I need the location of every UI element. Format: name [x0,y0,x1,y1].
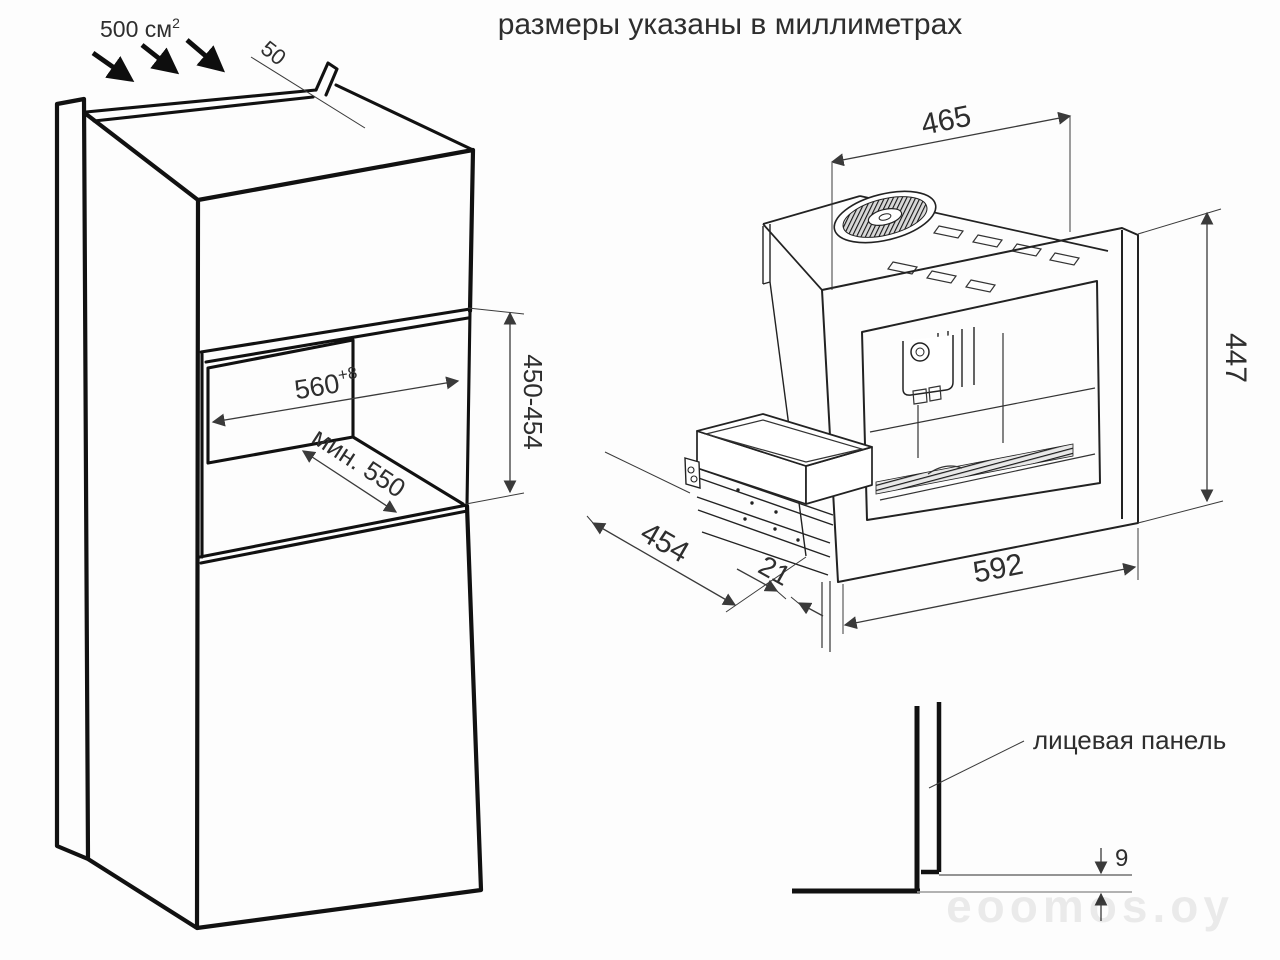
vent-slat [925,270,958,284]
vent-slat [971,234,1004,248]
dimension-panel-offset: 9 [1094,845,1128,921]
dimension-top-width: 465 [830,100,1072,290]
machine-body-left [762,224,807,557]
vent-slat [886,261,919,275]
niche-width-label: 560+8 [292,363,361,405]
panel-detail-drawing: лицевая панель 9 [792,702,1226,921]
vent-arrow-icon [185,38,226,73]
height-label: 447 [1219,333,1252,383]
drawer [684,413,873,576]
vent-slats [886,225,1081,293]
drip-tray-grille [875,443,1096,501]
machine-drawing: 465 447 454 21 592 [586,100,1252,652]
cabinet-top-lip [84,61,475,152]
panel-gap-label: 21 [753,550,795,592]
dimension-front-width: 592 [842,528,1139,634]
cabinet-drawing: 500 см2 50 560+8 мин. 550 450-454 [54,15,548,931]
slide-rails [684,457,834,576]
panel-offset-label: 9 [1115,845,1128,872]
vent-arrow-icon [91,51,135,83]
gap-leader-line [250,56,366,129]
gap-label: 50 [256,36,291,71]
fan-icon [833,190,937,244]
depth-label: 454 [635,516,695,570]
top-width-label: 465 [918,100,974,142]
vent-area-label: 500 см2 [100,15,180,42]
niche-depth-dim-line [301,450,398,513]
coffee-spout [902,327,975,405]
vent-slat [932,225,965,239]
watermark: eoomos.oy [946,880,1234,932]
panel-label: лицевая панель [1033,725,1226,755]
vent-slat [964,279,997,293]
niche-width-dim-line [211,376,460,427]
ventilation-arrows [91,38,226,83]
page-title: размеры указаны в миллиметрах [498,8,963,41]
niche-opening [198,307,472,565]
front-panel-outline [821,227,1139,583]
dimension-panel-gap: 21 [736,550,824,617]
vent-arrow-icon [140,43,180,75]
machine-bottom-ext-edges [821,581,831,652]
niche-height-ext-lines [465,307,525,505]
front-panel-line [921,702,942,875]
dimension-height: 447 [1137,208,1252,524]
vent-slat [1048,252,1081,266]
opening-interior-lines [869,333,1096,458]
cabinet-outline [54,96,484,931]
niche-height-label: 450-454 [518,354,548,449]
panel-leader-line [928,740,1025,789]
